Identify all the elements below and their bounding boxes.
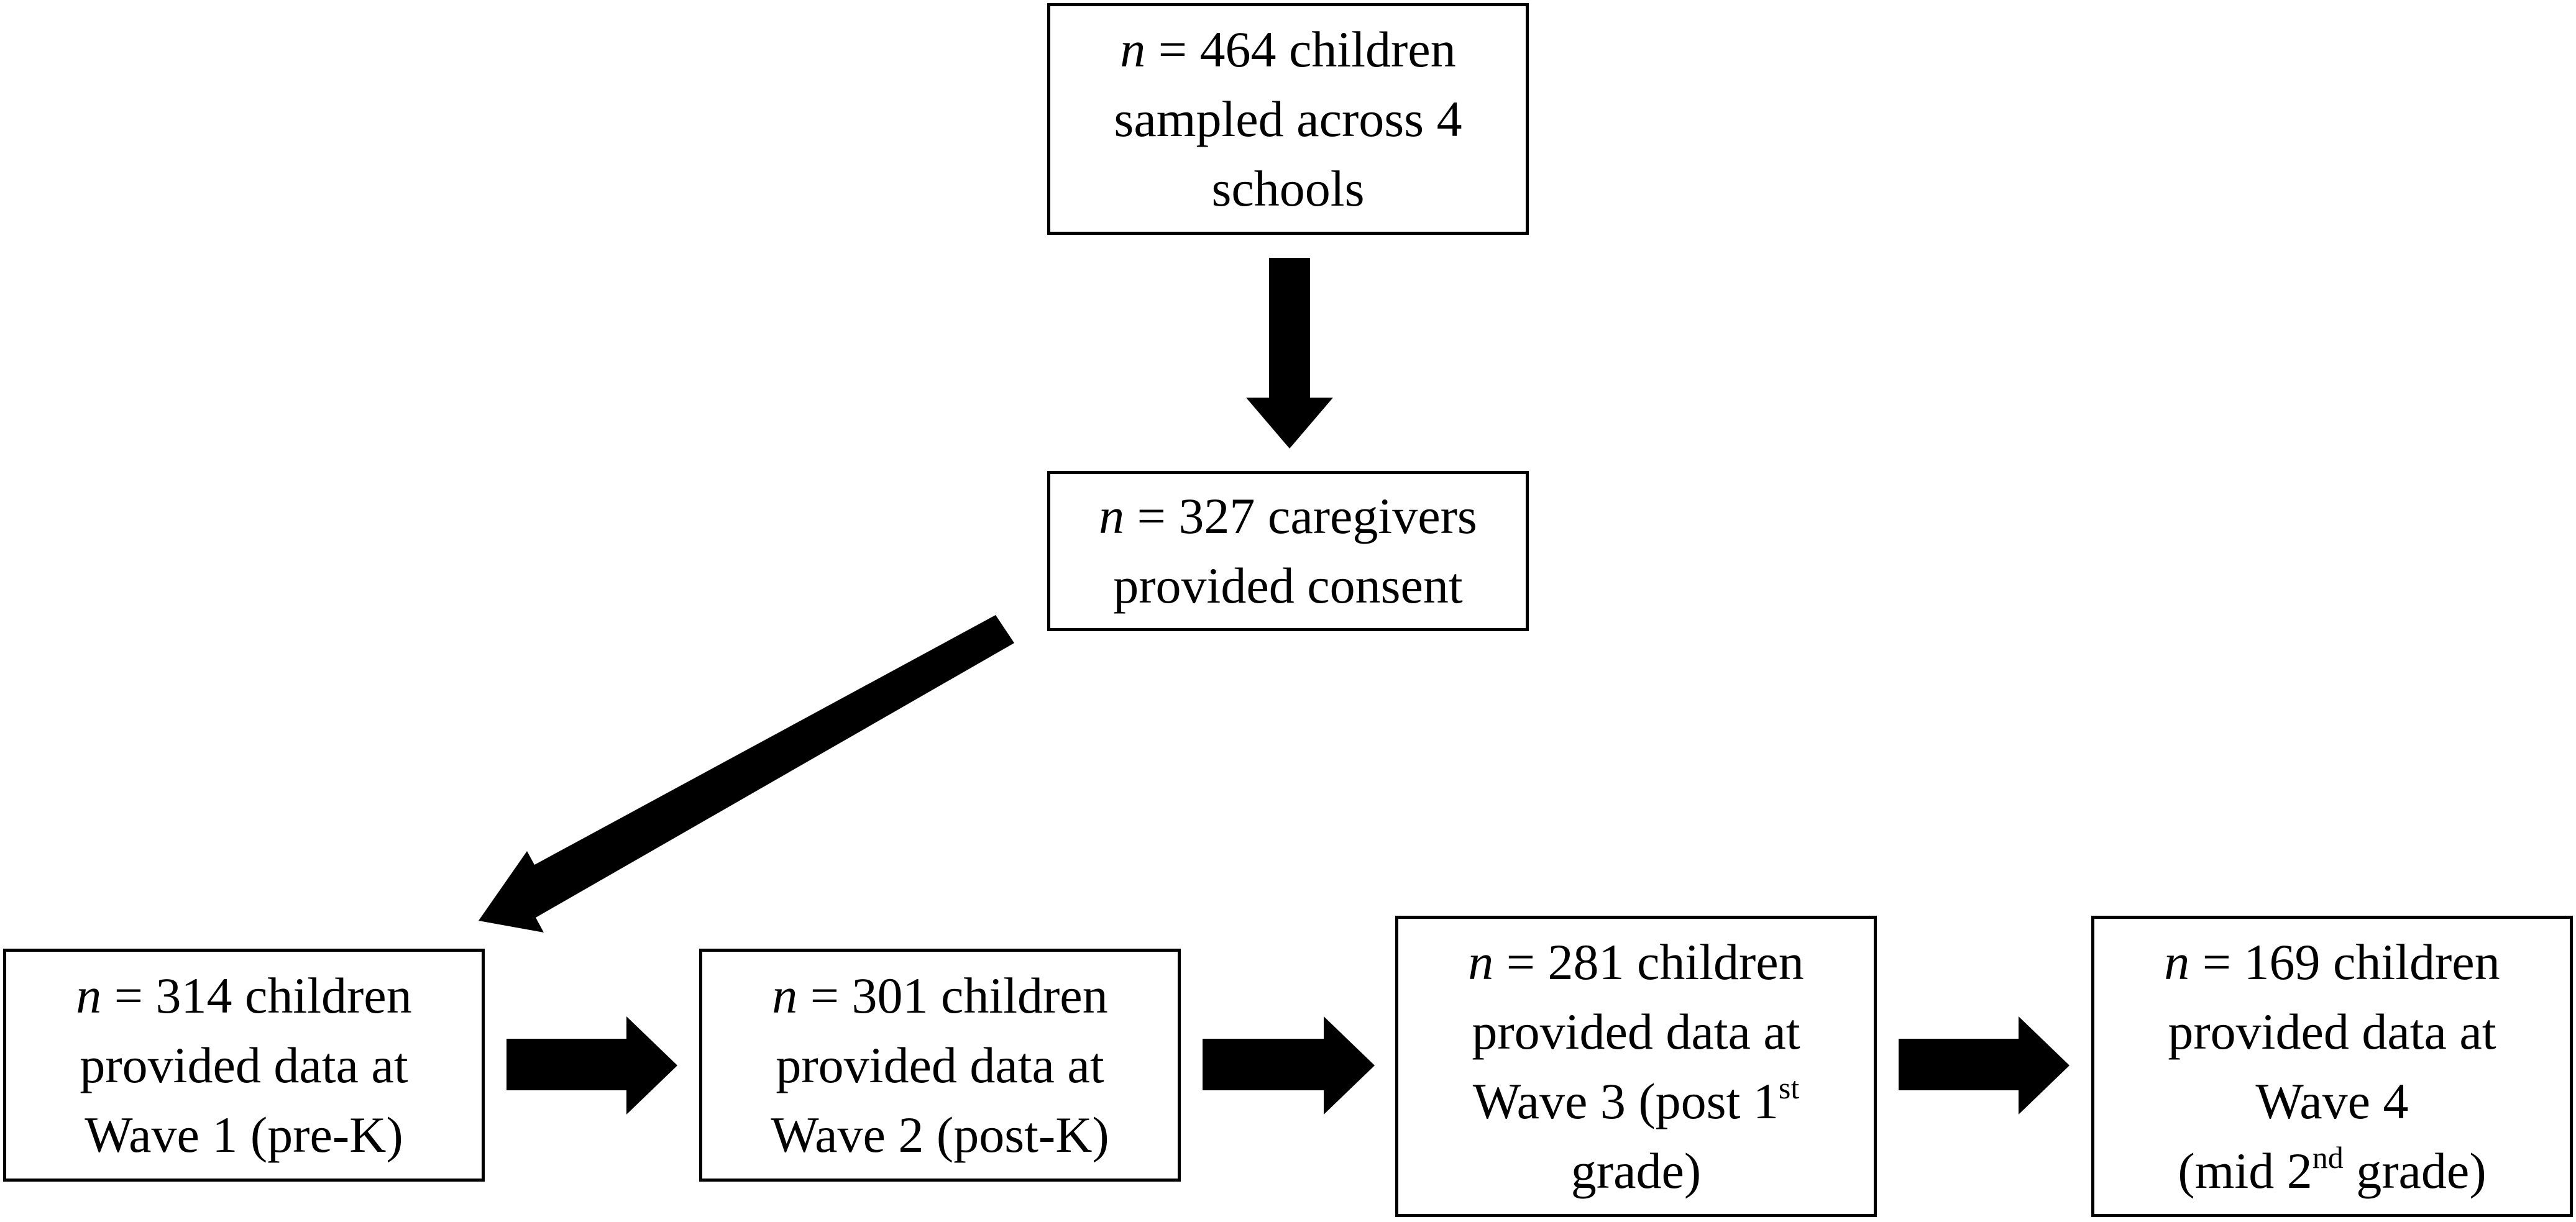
node-text-line: Wave 1 (pre-K) (85, 1106, 403, 1163)
n-symbol: n (1120, 21, 1146, 78)
node-wave-4: n = 169 children provided data at Wave 4… (2091, 916, 2573, 1217)
node-count-text: = 169 children (2189, 933, 2500, 990)
n-symbol: n (1099, 488, 1125, 544)
node-text-line: provided data at (776, 1036, 1104, 1093)
ordinal-superscript: nd (2312, 1139, 2344, 1175)
node-wave-2: n = 301 children provided data at Wave 2… (699, 949, 1181, 1182)
n-symbol: n (772, 967, 798, 1024)
node-count-text: = 281 children (1493, 933, 1804, 990)
ordinal-superscript: st (1778, 1070, 1800, 1105)
node-text-line: provided consent (1113, 557, 1463, 614)
n-symbol: n (2164, 933, 2190, 990)
node-text-line: provided data at (80, 1036, 408, 1093)
arrow-right-icon (1899, 1016, 2070, 1115)
node-wave-3: n = 281 children provided data at Wave 3… (1395, 916, 1877, 1217)
node-text-line: grade) (1570, 1142, 1702, 1199)
node-text-line: Wave 3 (post 1 (1472, 1072, 1779, 1129)
node-text-line: Wave 4 (2255, 1072, 2409, 1129)
node-count-text: = 301 children (797, 967, 1108, 1024)
node-count-text: = 327 caregivers (1124, 488, 1477, 544)
node-text-line: provided data at (1472, 1003, 1800, 1060)
node-caregiver-consent: n = 327 caregivers provided consent (1047, 471, 1529, 631)
node-count-text: = 464 children (1145, 21, 1456, 78)
n-symbol: n (76, 967, 102, 1024)
node-text-line: (mid 2 (2178, 1142, 2312, 1199)
node-text-line: provided data at (2168, 1003, 2496, 1060)
node-text-line: schools (1211, 160, 1365, 217)
node-count-text: = 314 children (101, 967, 412, 1024)
n-symbol: n (1468, 933, 1494, 990)
node-text-line: grade) (2343, 1142, 2487, 1199)
arrow-diagonal-icon (479, 615, 1014, 932)
node-wave-1: n = 314 children provided data at Wave 1… (3, 949, 485, 1182)
node-text-line: Wave 2 (post-K) (771, 1106, 1109, 1163)
arrow-right-icon (1203, 1016, 1375, 1115)
arrow-right-icon (506, 1016, 677, 1115)
node-sampled-children: n = 464 children sampled across 4 school… (1047, 3, 1529, 235)
node-text-line: sampled across 4 (1114, 90, 1462, 147)
arrow-down-icon (1246, 258, 1333, 449)
